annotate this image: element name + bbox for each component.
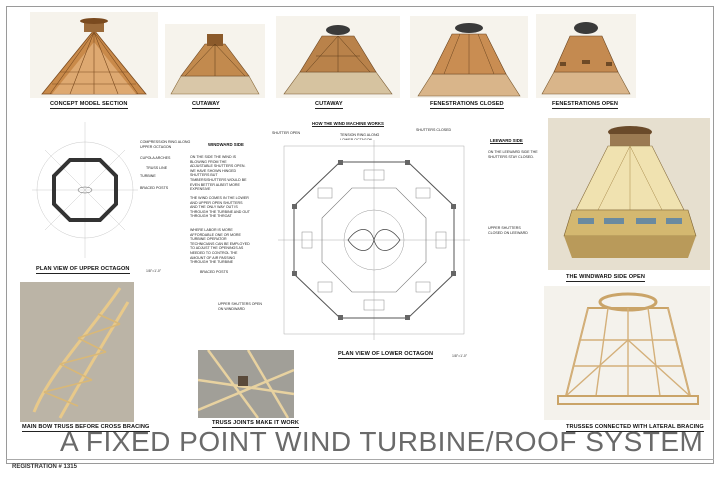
windward-heading: WINDWARD SIDE bbox=[208, 142, 244, 147]
windward-side-open-image bbox=[548, 118, 710, 270]
caption-cutaway-1: CUTAWAY bbox=[192, 101, 220, 109]
caption-fenestrations-closed: FENESTRATIONS CLOSED bbox=[430, 101, 504, 109]
windward-note-2: THE WIND COMES IN THE LOWER AND UPPER OP… bbox=[190, 196, 250, 219]
caption-truss-joints: TRUSS JOINTS MAKE IT WORK bbox=[212, 420, 300, 428]
caption-cutaway-2: CUTAWAY bbox=[315, 101, 343, 109]
upper-label-truss: TRUSS LINE bbox=[146, 166, 168, 170]
upper-octagon-plan bbox=[30, 112, 140, 262]
windward-note-3: WHERE LABOR IS MORE AFFORDABLE ONE OR MO… bbox=[190, 228, 250, 265]
leeward-note-2: UPPER SHUTTERS CLOSED ON LEEWARD bbox=[488, 226, 528, 235]
truss-joints-image bbox=[198, 350, 294, 418]
windward-note-1: ON THE SIDE THE WIND IS BLOWING FROM THE… bbox=[190, 155, 247, 192]
bottom-rule bbox=[6, 459, 714, 460]
upper-plan-scale: 1/8"=1'-0" bbox=[146, 269, 162, 273]
lower-plan-title: PLAN VIEW OF LOWER OCTAGON bbox=[338, 351, 434, 359]
caption-main-bow-truss: MAIN BOW TRUSS BEFORE CROSS BRACING bbox=[22, 424, 150, 432]
lower-plan-scale: 1/8"=1'-0" bbox=[452, 354, 468, 358]
lower-label-shutters-closed: SHUTTERS CLOSED bbox=[416, 128, 452, 132]
lower-label-tension: TENSION RING ALONG LOWER OCTAGON bbox=[340, 133, 380, 142]
upper-label-turbine: TURBINE bbox=[140, 174, 156, 178]
leeward-heading: LEEWARD SIDE bbox=[490, 138, 523, 144]
leeward-note-1: ON THE LEEWARD SIDE THE SHUTTERS STAY CL… bbox=[488, 150, 538, 159]
cutaway-image-1 bbox=[165, 24, 265, 98]
fenestrations-open-image bbox=[536, 14, 636, 98]
windward-upper-shutters: UPPER SHUTTERS OPEN ON WINDWARD bbox=[218, 302, 262, 311]
fenestrations-closed-image bbox=[410, 16, 528, 98]
cutaway-image-2 bbox=[276, 16, 400, 98]
lower-plan-heading: HOW THE WIND MACHINE WORKS bbox=[312, 121, 384, 127]
lower-octagon-plan bbox=[278, 140, 470, 340]
windward-braced-posts: BRACED POSTS bbox=[200, 270, 229, 274]
main-title: A FIXED POINT WIND TURBINE/ROOF SYSTEM bbox=[60, 426, 704, 457]
upper-label-compression: COMPRESSION RING ALONG UPPER OCTAGON bbox=[140, 140, 191, 149]
caption-fenestrations-open: FENESTRATIONS OPEN bbox=[552, 101, 619, 109]
caption-windward-side-open: THE WINDWARD SIDE OPEN bbox=[566, 274, 645, 282]
registration-number: REGISTRATION # 1315 bbox=[12, 464, 77, 470]
main-bow-truss-image bbox=[20, 282, 134, 422]
lower-label-shutter-open: SHUTTER OPEN bbox=[272, 131, 301, 135]
caption-trusses-connected: TRUSSES CONNECTED WITH LATERAL BRACING bbox=[566, 424, 704, 432]
upper-label-braced: BRACED POSTS bbox=[140, 186, 169, 190]
concept-model-image bbox=[30, 12, 158, 98]
board-frame bbox=[6, 6, 714, 464]
upper-plan-title: PLAN VIEW OF UPPER OCTAGON bbox=[36, 266, 130, 274]
caption-concept-model: CONCEPT MODEL SECTION bbox=[50, 101, 128, 109]
trusses-connected-image bbox=[544, 286, 710, 420]
upper-label-cupola: CUPOLA ARCHES bbox=[140, 156, 171, 160]
